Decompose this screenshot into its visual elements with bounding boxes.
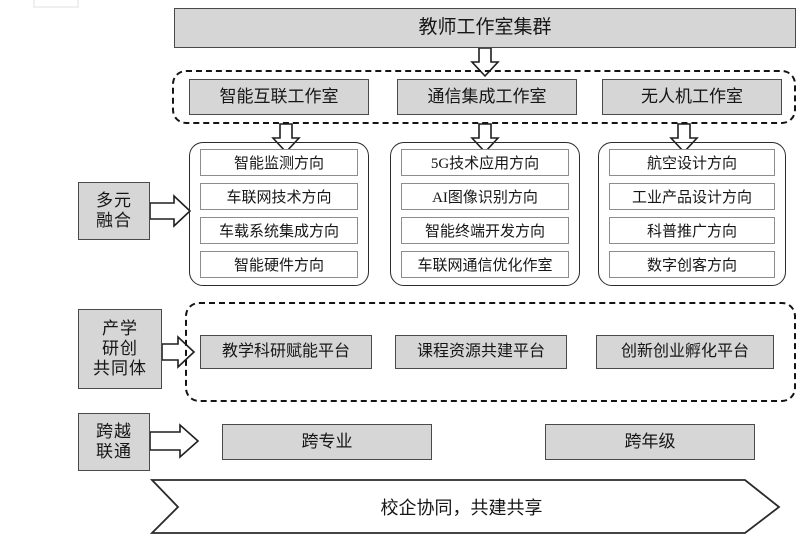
cross-box-major[interactable]: 跨专业 bbox=[222, 424, 432, 460]
side-label-line: 产学 bbox=[102, 318, 138, 338]
direction-box-2-4[interactable]: 车联网通信优化作室 bbox=[401, 251, 569, 278]
direction-box-3-2[interactable]: 工业产品设计方向 bbox=[609, 183, 775, 210]
cross-box-grade[interactable]: 跨年级 bbox=[545, 424, 755, 460]
right-arrow-kuayue bbox=[149, 423, 200, 459]
workshop-box-3[interactable]: 无人机工作室 bbox=[602, 79, 782, 115]
side-label-line: 共同体 bbox=[93, 359, 147, 379]
side-label-kuayue-liantong[interactable]: 跨越 联通 bbox=[78, 413, 150, 471]
direction-box-1-4[interactable]: 智能硬件方向 bbox=[200, 251, 358, 278]
direction-box-1-2[interactable]: 车联网技术方向 bbox=[200, 183, 358, 210]
crop-artifact bbox=[33, 0, 79, 8]
side-label-line: 联通 bbox=[96, 442, 132, 461]
side-label-line: 多元 bbox=[96, 190, 132, 210]
direction-box-3-4[interactable]: 数字创客方向 bbox=[609, 251, 775, 278]
side-label-duoyuan-ronghe[interactable]: 多元 融合 bbox=[78, 182, 150, 240]
direction-column-container-1 bbox=[189, 142, 369, 286]
cluster-title-banner: 教师工作室集群 bbox=[174, 8, 796, 48]
direction-column-container-3 bbox=[598, 142, 786, 286]
side-label-line: 跨越 bbox=[96, 421, 132, 441]
direction-box-3-1[interactable]: 航空设计方向 bbox=[609, 149, 775, 176]
direction-column-container-2 bbox=[390, 142, 580, 286]
side-label-chanxueyanchuang[interactable]: 产学 研创 共同体 bbox=[78, 309, 162, 389]
workshop-box-1[interactable]: 智能互联工作室 bbox=[189, 79, 369, 115]
platform-box-2[interactable]: 课程资源共建平台 bbox=[395, 335, 567, 369]
side-label-line: 研创 bbox=[102, 338, 138, 358]
direction-box-2-2[interactable]: AI图像识别方向 bbox=[401, 183, 569, 210]
direction-box-2-1[interactable]: 5G技术应用方向 bbox=[401, 149, 569, 176]
footer-banner-label: 校企协同，共建共享 bbox=[380, 497, 543, 518]
direction-box-1-1[interactable]: 智能监测方向 bbox=[200, 149, 358, 176]
right-arrow-duoyuan bbox=[149, 194, 192, 228]
workshops-dashed-container bbox=[172, 70, 796, 124]
direction-box-1-3[interactable]: 车载系统集成方向 bbox=[200, 217, 358, 244]
side-label-line: 融合 bbox=[96, 211, 132, 230]
platforms-dashed-container bbox=[185, 302, 796, 402]
platform-box-3[interactable]: 创新创业孵化平台 bbox=[596, 335, 774, 369]
workshop-box-2[interactable]: 通信集成工作室 bbox=[397, 79, 577, 115]
direction-box-2-3[interactable]: 智能终端开发方向 bbox=[401, 217, 569, 244]
direction-box-3-3[interactable]: 科普推广方向 bbox=[609, 217, 775, 244]
platform-box-1[interactable]: 教学科研赋能平台 bbox=[200, 335, 372, 369]
